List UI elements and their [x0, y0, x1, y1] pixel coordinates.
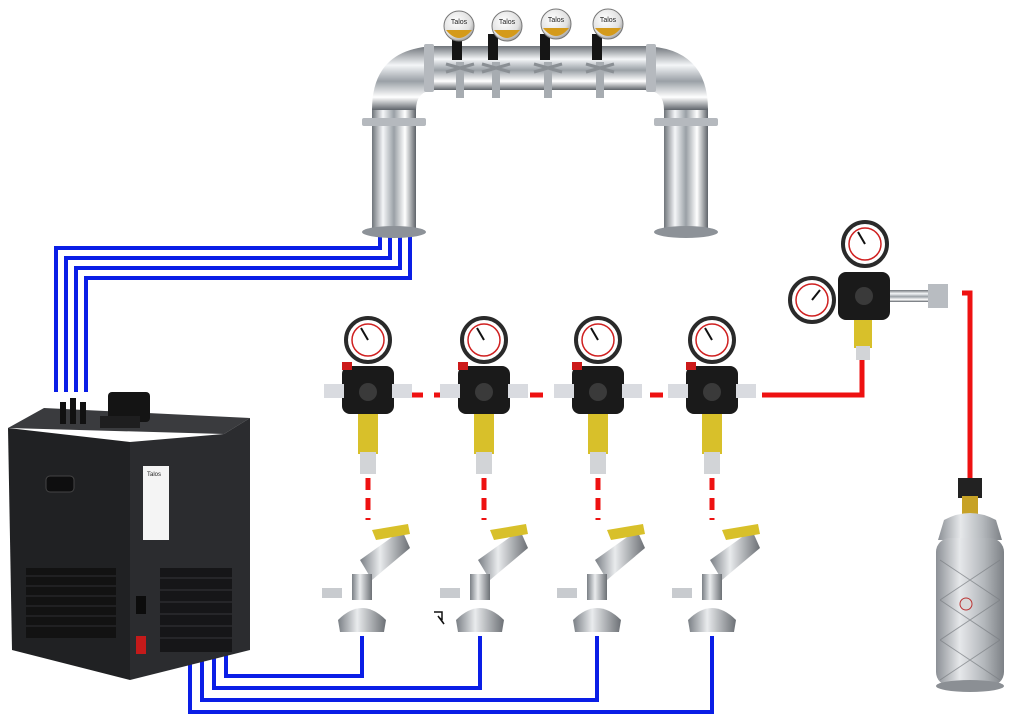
faucet-4 — [585, 34, 615, 98]
beer-line-7 — [200, 636, 599, 702]
keg-coupler-icon — [672, 524, 760, 632]
keg-coupler-icon — [557, 524, 645, 632]
beer-line-2 — [64, 232, 392, 392]
keg-coupler-icon — [322, 524, 410, 632]
primary-regulator-icon — [788, 220, 948, 360]
secondary-regulator-icon — [324, 316, 412, 474]
beer-line-4 — [84, 232, 412, 392]
faucet-3 — [533, 34, 563, 98]
tap-handle-2: Talos — [491, 10, 523, 42]
keg-couplers — [322, 524, 760, 632]
secondary-regulator-icon — [554, 316, 642, 474]
gas-line-primary — [762, 360, 865, 398]
beer-line-1 — [54, 232, 382, 392]
svg-text:Talos: Talos — [548, 17, 565, 24]
beer-line-3 — [74, 232, 402, 392]
tap-handle-3: Talos — [540, 8, 572, 40]
cooler-icon: Talos — [8, 392, 250, 680]
keg-coupler-icon — [440, 524, 528, 632]
beer-lines — [54, 232, 714, 714]
secondary-regulators — [324, 316, 756, 474]
secondary-regulator-icon — [668, 316, 756, 474]
faucet-1 — [445, 34, 475, 98]
svg-text:Talos: Talos — [147, 472, 161, 478]
svg-text:Talos: Talos — [451, 19, 468, 26]
gas-lines — [365, 290, 973, 520]
tap-handle-4: Talos — [592, 8, 624, 40]
tower-icon: Talos Talos Talos Talos — [362, 8, 718, 238]
svg-text:Talos: Talos — [499, 19, 516, 26]
cursor-icon — [434, 611, 445, 625]
tap-handle-1: Talos — [443, 10, 475, 42]
beer-line-6 — [212, 636, 482, 690]
beer-line-8 — [188, 636, 714, 714]
cooler-fittings — [60, 398, 86, 424]
co2-cylinder-icon — [936, 478, 1004, 692]
faucet-2 — [481, 34, 511, 98]
gas-line-cylinder — [962, 290, 973, 480]
beer-line-5 — [224, 636, 364, 678]
svg-text:Talos: Talos — [600, 17, 617, 24]
secondary-regulator-icon — [440, 316, 528, 474]
